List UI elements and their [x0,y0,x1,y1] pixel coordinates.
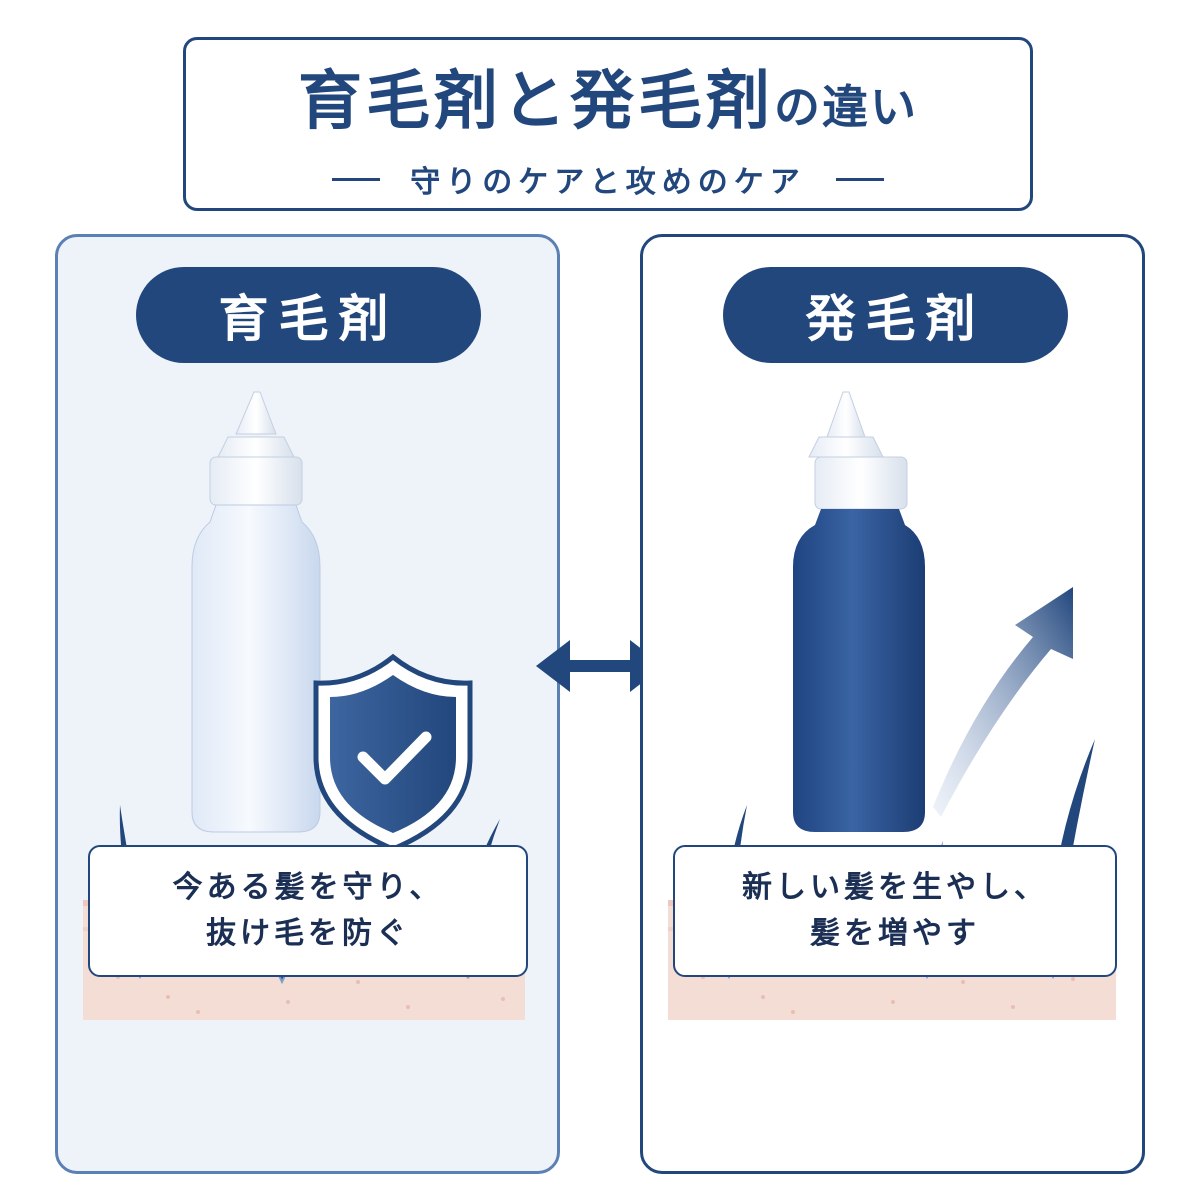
dark-bottle [793,391,925,832]
shield-check-icon [313,653,473,852]
left-panel: 育毛剤 [55,234,560,1174]
right-description-box: 新しい髪を生やし、 髪を増やす [673,845,1117,977]
subtitle-dash-left [332,177,381,181]
title-main-text: 育毛剤と発毛剤 [298,65,774,139]
left-illustration [83,391,525,1020]
right-panel: 発毛剤 [640,234,1145,1174]
left-desc-line2: 抜け毛を防ぐ [206,916,410,951]
light-bottle [191,391,321,833]
subtitle-text: 守りのケアと攻めのケア [410,165,806,200]
left-description-box: 今ある髪を守り、 抜け毛を防ぐ [88,845,528,977]
left-label-pill: 育毛剤 [136,267,481,363]
left-desc-line1: 今ある髪を守り、 [172,870,444,905]
growth-arrow-icon [933,587,1073,817]
subtitle-dash-right [835,177,884,181]
title-box: 育毛剤と発毛剤の違い 守りのケアと攻めのケア [183,37,1033,211]
page-subtitle: 守りのケアと攻めのケア [186,157,1030,201]
right-illustration [668,391,1116,1020]
right-desc-line2: 髪を増やす [810,916,980,951]
page-title: 育毛剤と発毛剤の違い [186,62,1030,147]
right-label-pill: 発毛剤 [723,267,1068,363]
right-desc-line1: 新しい髪を生やし、 [742,870,1048,905]
title-suffix-text: の違い [774,80,918,134]
